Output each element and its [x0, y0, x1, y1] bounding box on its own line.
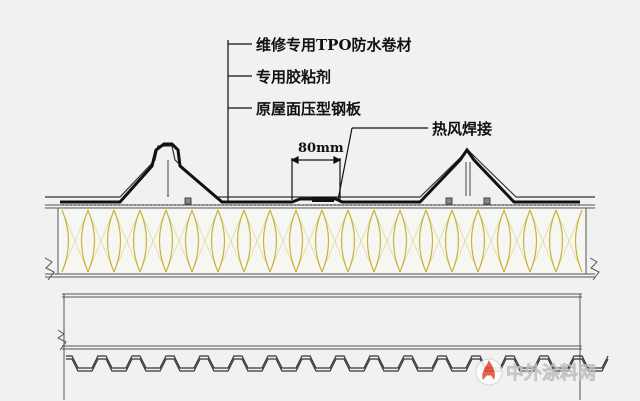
insulation-arcs — [61, 209, 583, 273]
label-80mm: 80mm — [298, 141, 344, 156]
dimension-80mm — [290, 156, 342, 200]
flame-logo-icon — [475, 358, 503, 386]
label-hot-air-weld: 热风焊接 — [432, 120, 492, 138]
leader-lines — [227, 40, 428, 202]
label-adhesive: 专用胶粘剂 — [256, 68, 331, 86]
label-steel-sheet: 原屋面压型钢板 — [256, 100, 362, 118]
weld-seam — [312, 197, 334, 202]
tpo-membrane — [60, 142, 580, 204]
lower-steel-deck — [66, 355, 609, 372]
watermark: 中外涂料网 — [475, 358, 596, 386]
ridge-details — [167, 160, 491, 205]
break-marks — [44, 257, 600, 351]
label-tpo-membrane: 维修专用TPO防水卷材 — [256, 36, 412, 54]
watermark-text: 中外涂料网 — [506, 362, 596, 384]
